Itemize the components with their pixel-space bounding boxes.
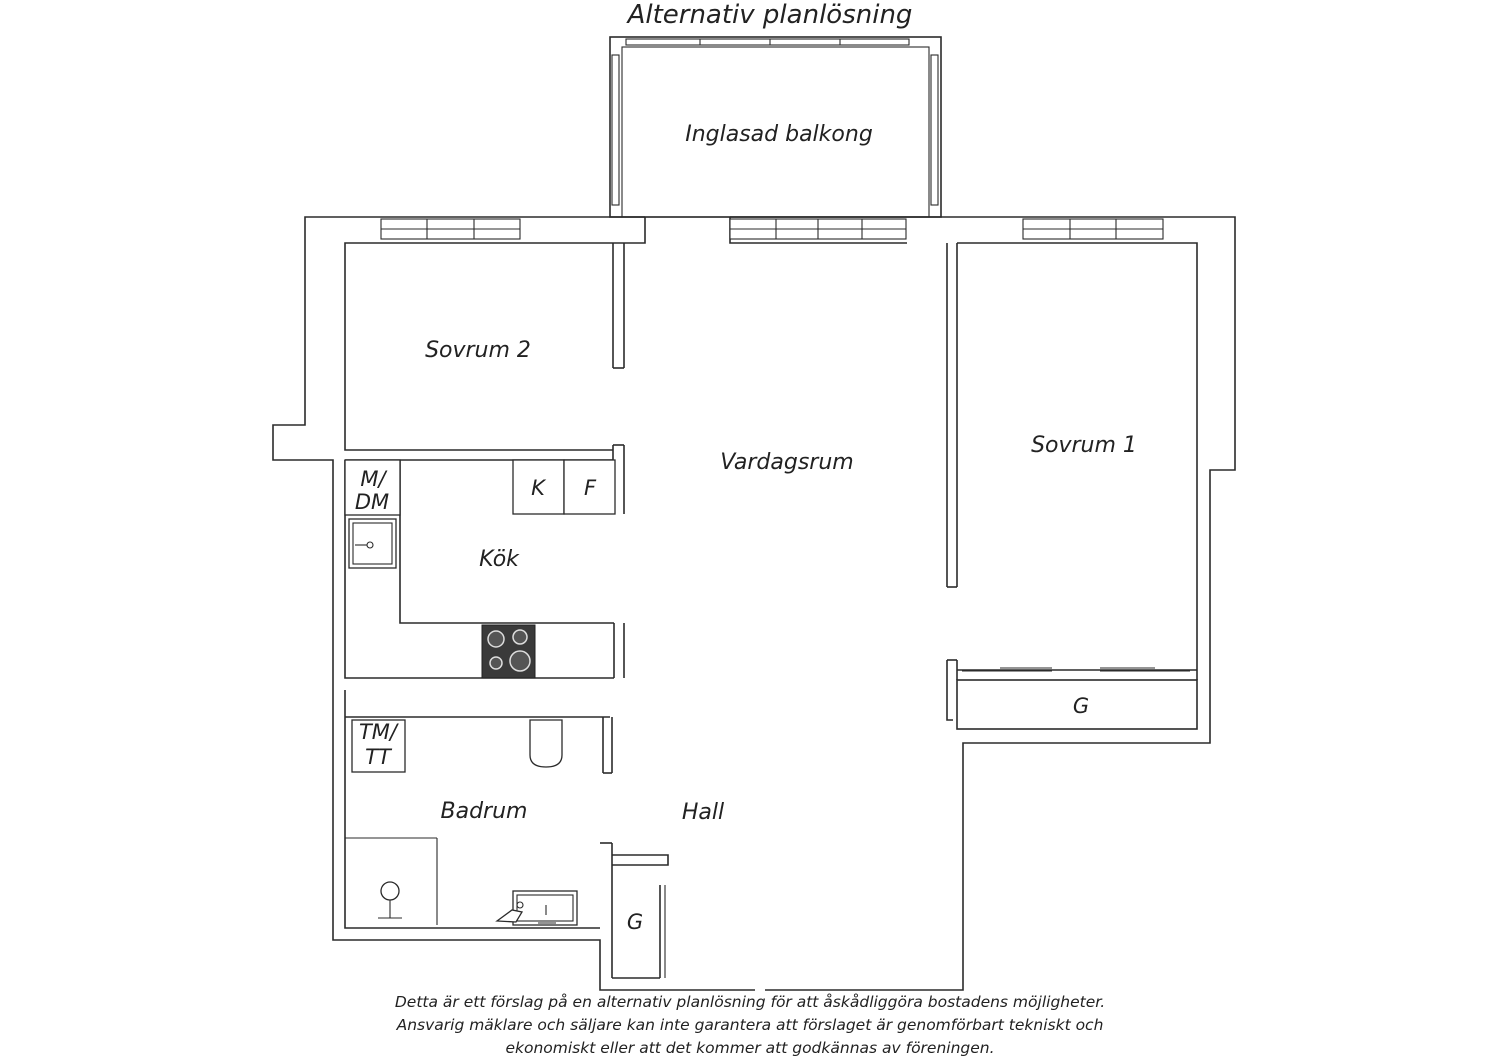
kitchen-counter	[344, 459, 616, 624]
washer-label-line2: TT	[365, 745, 393, 769]
bathroom-fixtures	[345, 719, 578, 926]
room-label-bedroom1: Sovrum 1	[1031, 433, 1137, 458]
dishwasher-label-line1: M/	[360, 467, 387, 491]
outer-walls	[272, 216, 1236, 991]
room-label-balcony: Inglasad balkong	[685, 122, 873, 147]
room-label-bedroom2: Sovrum 2	[425, 338, 531, 363]
disclaimer-line-2: Ansvarig mäklare och säljare kan inte ga…	[396, 1016, 1104, 1034]
room-label-living: Vardagsrum	[720, 450, 853, 475]
wardrobe-label-hall: G	[627, 910, 643, 934]
freezer-label: F	[584, 476, 597, 500]
dishwasher-label-line2: DM	[355, 490, 389, 514]
room-label-hall: Hall	[682, 800, 724, 825]
wardrobe-label-bedroom: G	[1073, 694, 1089, 718]
disclaimer: Detta är ett förslag på en alternativ pl…	[300, 991, 1200, 1060]
washer-label-line1: TM/	[359, 720, 399, 744]
plan-title: Alternativ planlösning	[626, 0, 913, 30]
room-label-kitchen: Kök	[479, 547, 520, 572]
fridge-label: K	[531, 476, 547, 500]
windows	[380, 218, 1164, 240]
disclaimer-line-3: ekonomiskt eller att det kommer att godk…	[505, 1039, 995, 1057]
stove	[481, 624, 536, 679]
room-label-bathroom: Badrum	[441, 799, 528, 824]
disclaimer-line-1: Detta är ett förslag på en alternativ pl…	[394, 993, 1106, 1011]
